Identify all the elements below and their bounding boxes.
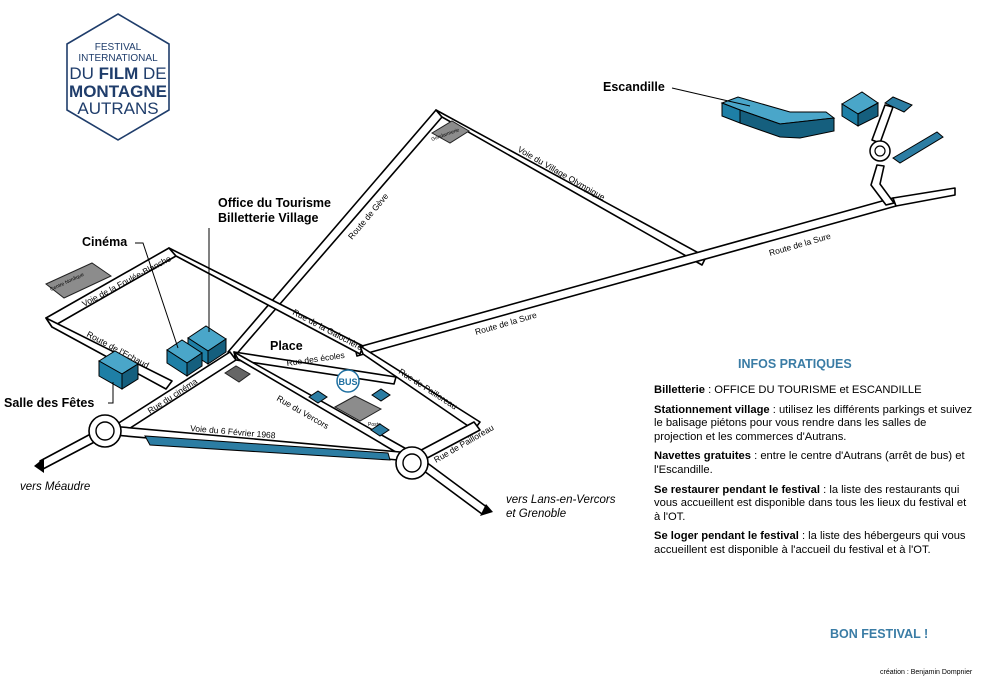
info-billetterie-text: : OFFICE DU TOURISME et ESCANDILLE [704, 384, 922, 396]
arrow-lans-icon [480, 504, 493, 516]
road-escandille-loop [870, 164, 895, 206]
centre-nordique-building [45, 262, 113, 299]
escandille-label: Escandille [603, 80, 665, 94]
road-voie-village-olympique [435, 109, 707, 266]
info-restaurer-text: : la liste des restaurants qui vous accu… [654, 483, 967, 523]
logo-line4: MONTAGNE [69, 82, 167, 101]
poste-label: Poste [368, 422, 381, 428]
bus-stop-icon: BUS [336, 369, 360, 393]
bus-label: BUS [338, 377, 357, 387]
parking-voie-6-fevrier [144, 435, 391, 461]
logo-line3: DU FILM DE [69, 64, 166, 83]
arrow-meaudre-icon [34, 458, 44, 473]
road-network [34, 104, 956, 516]
logo-de: DE [143, 64, 167, 83]
parking-square-3 [370, 423, 390, 437]
info-loger: Se loger pendant le festival : la liste … [654, 530, 974, 557]
vers-lans-label: vers Lans-en-Vercors et Grenoble [506, 493, 616, 521]
vers-meaudre-label: vers Méaudre [20, 481, 91, 493]
salle-des-fetes-label: Salle des Fêtes [4, 396, 95, 410]
info-restaurer: Se restaurer pendant le festival : la li… [654, 484, 974, 525]
bon-festival: BON FESTIVAL ! [830, 627, 929, 641]
street-rue-pailloreau-1: Rue de Pailloreau [397, 366, 459, 411]
info-navettes-label: Navettes gratuites [654, 450, 751, 463]
vers-lans-line1: vers Lans-en-Vercors [506, 494, 616, 506]
place-fountain [224, 365, 251, 383]
road-route-geve [227, 109, 443, 358]
salle-des-fetes-building [98, 350, 139, 390]
info-restaurer-label: Se restaurer pendant le festival [654, 483, 821, 496]
info-title: INFOS PRATIQUES [738, 357, 852, 371]
road-galochere [168, 247, 364, 355]
escandille-building [720, 91, 944, 164]
cinema-building [166, 339, 203, 377]
logo-film: FILM [99, 64, 139, 83]
parking-square-1 [308, 390, 328, 404]
office-tourisme-line1: Office du Tourisme [218, 196, 331, 210]
map-features: Centre Nordique Gendarmerie Poste BUS [45, 87, 944, 461]
road-escandille [892, 187, 956, 207]
logo-line5: AUTRANS [77, 99, 158, 118]
street-voie-village-olympique: Voie du Village Olympique [516, 144, 607, 202]
info-billetterie-label: Billetterie [654, 384, 705, 396]
info-loger-label: Se loger pendant le festival [654, 530, 799, 543]
logo-du: DU [69, 64, 94, 83]
info-stationnement-text: : utilisez les différents parkings et su… [654, 403, 973, 443]
gendarmerie-building [431, 120, 470, 144]
info-navettes: Navettes gratuites : entre le centre d'A… [654, 450, 974, 477]
info-stationnement-label: Stationnement village [654, 403, 770, 416]
info-panel: Billetterie : OFFICE DU TOURISME et ESCA… [654, 384, 974, 564]
info-navettes-text: : entre le centre d'Autrans (arrêt de bu… [654, 450, 965, 476]
info-loger-text: : la liste des hébergeurs qui vous accue… [654, 530, 966, 556]
info-stationnement: Stationnement village : utilisez les dif… [654, 404, 974, 445]
office-tourisme-label: Office du Tourisme Billetterie Village [218, 196, 331, 226]
office-tourisme-line2: Billetterie Village [218, 211, 319, 225]
logo-line1: FESTIVAL [95, 42, 142, 53]
poste-building [333, 395, 383, 422]
cinema-label: Cinéma [82, 235, 128, 249]
logo-line2: INTERNATIONAL [78, 53, 158, 64]
credit: création : Benjamin Dompnier [880, 669, 973, 676]
road-vers-lans [419, 461, 489, 515]
parking-square-2 [371, 388, 391, 402]
festival-logo: FESTIVAL INTERNATIONAL DU FILM DE MONTAG… [66, 13, 170, 141]
place-label: Place [270, 339, 303, 353]
vers-lans-line2: et Grenoble [506, 508, 567, 520]
info-billetterie: Billetterie : OFFICE DU TOURISME et ESCA… [654, 384, 974, 398]
